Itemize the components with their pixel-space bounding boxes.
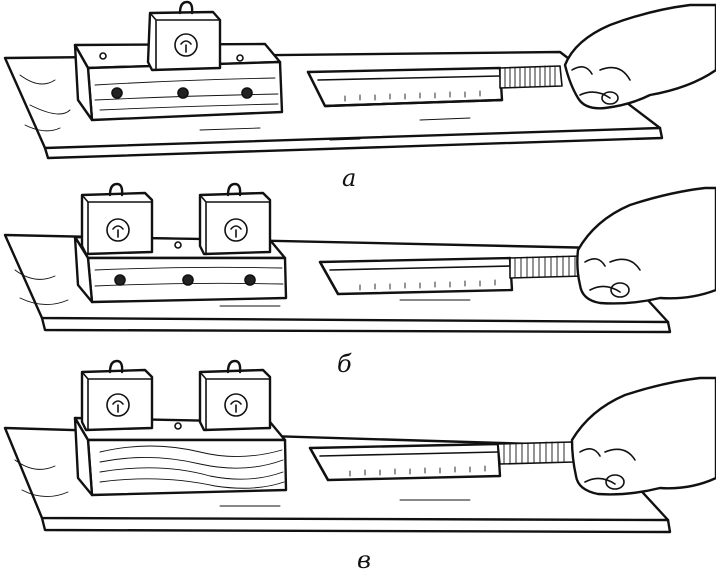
ruler-c (308, 442, 502, 482)
caption-b: б (337, 350, 352, 378)
weight-c-1 (80, 359, 154, 432)
panel-c (3, 359, 716, 534)
hand-b (576, 186, 716, 305)
weight-a-1 (146, 0, 222, 72)
spring-a (499, 65, 563, 89)
ruler-b (318, 256, 514, 296)
hand-a (563, 3, 716, 110)
panel-b (3, 182, 716, 334)
caption-a: а (342, 164, 357, 192)
panel-a (3, 0, 716, 160)
hand-c (570, 376, 716, 496)
weight-b-1 (80, 182, 154, 256)
spring-b (509, 255, 585, 279)
weight-b-2 (198, 182, 272, 256)
weight-c-2 (198, 359, 272, 432)
ruler-a (306, 66, 504, 108)
spring-c (497, 441, 575, 465)
caption-c: в (357, 546, 371, 574)
